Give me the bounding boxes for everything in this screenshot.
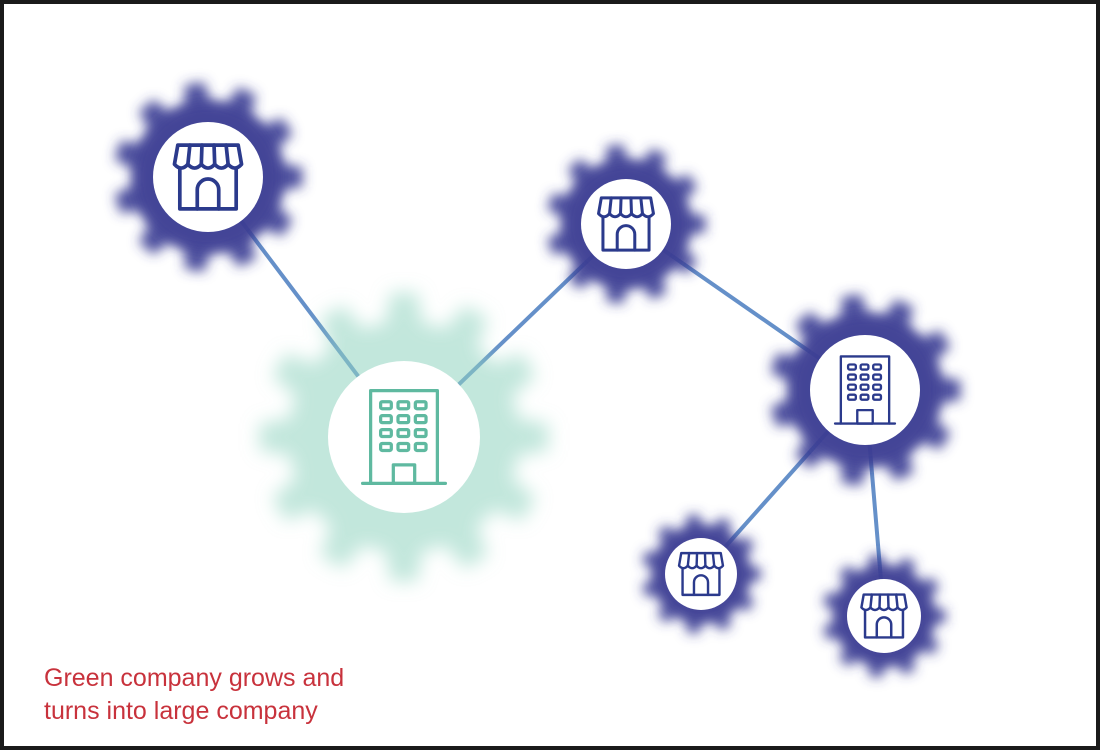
caption-line-1: Green company grows and [44,662,404,695]
node-building-right [771,294,961,486]
network-diagram [4,4,1100,754]
node-circle [581,179,671,269]
caption: Green company grows and turns into large… [44,662,404,728]
caption-line-2: turns into large company [44,695,404,728]
node-circle [665,538,737,610]
node-circle [847,579,921,653]
node-circle [153,122,263,232]
nodes-layer [115,82,961,678]
node-store-top-middle [547,144,705,304]
node-building-green [260,293,549,582]
node-store-top-left [115,82,303,272]
node-store-bottom-right [823,554,946,678]
node-store-bottom-left [642,514,761,634]
